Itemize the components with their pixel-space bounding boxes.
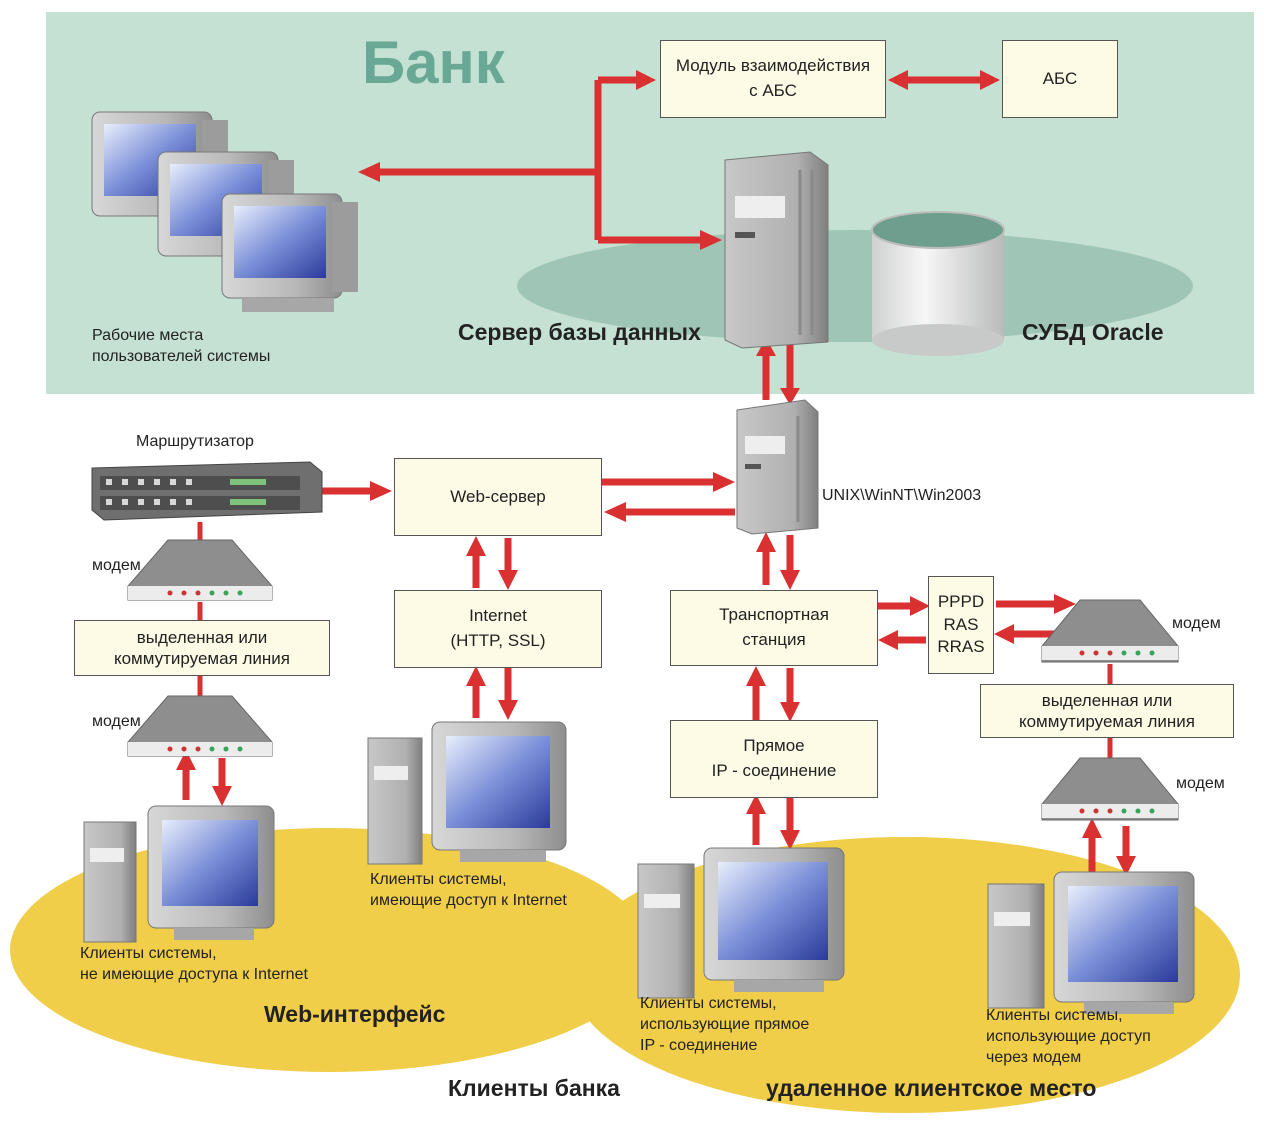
client-pc-direct-ip-icon (637, 847, 845, 999)
internet-line-2: (HTTP, SSL) (450, 631, 546, 650)
cni-line-2: не имеющие доступа к Internet (80, 965, 308, 983)
line-right-2: коммутируемая линия (1018, 712, 1196, 731)
client-pc-modem-icon (987, 871, 1195, 1014)
db-server-label: Сервер базы данных (458, 319, 701, 345)
direct-ip-line-1: Прямое (743, 736, 805, 756)
direct-ip-line-2: IP - соединение (711, 761, 837, 780)
web-interface-label: Web-интерфейс (264, 1001, 446, 1027)
bank-title: Банк (362, 29, 505, 96)
ppp-line-3: RRAS (937, 637, 985, 657)
line-left-1: выделенная или (136, 627, 268, 647)
cdi-line-3: IP - соединение (640, 1036, 758, 1054)
ppp-line-2: RAS (943, 614, 979, 634)
client-pc-internet-icon (367, 721, 567, 865)
modem-left-bottom-icon (127, 695, 273, 757)
line-left-2: коммутируемая линия (113, 649, 291, 668)
abs-box: АБС (1002, 40, 1118, 118)
cdi-line-2: использующие прямое (640, 1015, 810, 1033)
workstations-line-1: Рабочие места (92, 327, 204, 344)
module-line-2: с АБС (749, 81, 797, 100)
module-line-1: Модуль взаимодействия (675, 56, 871, 76)
cm-line-3: через модем (986, 1048, 1082, 1066)
ci-line-2: имеющие доступ к Internet (370, 891, 567, 909)
remote-place-label: удаленное клиентское место (766, 1075, 1097, 1101)
clients-direct-ip-label: Клиенты системы, использующие прямое IP … (640, 994, 809, 1056)
router-label: Маршрутизатор (136, 433, 254, 450)
line-box-right: выделенная или коммутируемая линия (980, 684, 1234, 738)
cni-line-1: Клиенты системы, (80, 945, 217, 962)
modem-label-right-top: модем (1172, 615, 1221, 632)
direct-ip-box: Прямое IP - соединение (670, 720, 878, 798)
clients-no-internet-label: Клиенты системы, не имеющие доступа к In… (80, 944, 308, 986)
transport-line-1: Транспортная (719, 605, 829, 625)
clients-internet-label: Клиенты системы, имеющие доступ к Intern… (370, 870, 567, 912)
web-server-label: Web-сервер (450, 486, 546, 506)
cm-line-1: Клиенты системы, (986, 1007, 1123, 1024)
modem-left-top-icon (127, 539, 273, 601)
transport-line-2: станция (742, 630, 806, 649)
bank-clients-label: Клиенты банка (448, 1075, 620, 1101)
cdi-line-1: Клиенты системы, (640, 995, 777, 1012)
transport-station-box: Транспортная станция (670, 590, 878, 666)
interaction-module-box: Модуль взаимодействия с АБС (660, 40, 886, 118)
unix-server-icon (736, 399, 819, 535)
workstations-line-2: пользователей системы (92, 347, 271, 365)
unix-label: UNIX\WinNT\Win2003 (822, 487, 982, 504)
oracle-label: СУБД Oracle (1022, 319, 1164, 345)
cm-line-2: использующие доступ (986, 1027, 1151, 1045)
clients-modem-label: Клиенты системы, использующие доступ чер… (986, 1006, 1151, 1068)
line-box-left: выделенная или коммутируемая линия (74, 620, 330, 676)
bank-ellipse (517, 230, 1193, 342)
modem-right-top-icon (1041, 599, 1179, 663)
oracle-database-icon (871, 211, 1005, 356)
connection-arrows (182, 76, 1130, 872)
web-server-box: Web-сервер (394, 458, 602, 536)
internet-line-1: Internet (469, 606, 527, 626)
modem-label-left-top: модем (92, 557, 141, 574)
modem-right-bottom-icon (1041, 757, 1179, 821)
modem-label-right-bottom: модем (1176, 775, 1225, 792)
workstations-icon (91, 111, 358, 312)
line-right-1: выделенная или (1041, 690, 1173, 710)
router-icon (91, 461, 323, 521)
client-pc-no-internet-icon (83, 805, 275, 943)
ci-line-1: Клиенты системы, (370, 871, 507, 888)
abs-label: АБС (1042, 68, 1078, 88)
internet-box: Internet (HTTP, SSL) (394, 590, 602, 668)
arrow-heads (176, 70, 1136, 876)
ppp-line-1: PPPD (937, 591, 985, 611)
modem-label-left-bottom: модем (92, 713, 141, 730)
ppp-box: PPPD RAS RRAS (928, 576, 994, 674)
db-server-icon (724, 151, 829, 349)
workstations-label: Рабочие места пользователей системы (92, 326, 270, 368)
